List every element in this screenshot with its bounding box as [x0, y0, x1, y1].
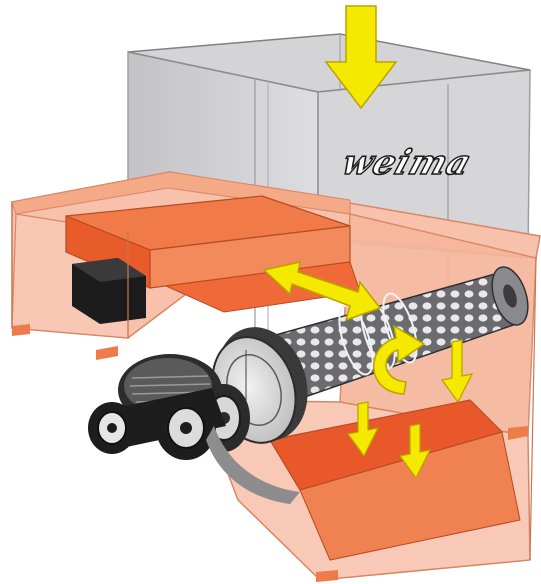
- belt-drive: [88, 388, 226, 460]
- foot-front: [96, 346, 118, 360]
- screen: [206, 426, 300, 504]
- foot-right: [508, 426, 528, 440]
- discharge-arrow-2-icon: [346, 401, 380, 458]
- frame-edges: [11, 202, 537, 561]
- discharge-arrow-1-icon: [440, 339, 474, 404]
- feed-arrow-icon: [324, 5, 398, 110]
- foot-left: [12, 324, 30, 336]
- discharge-arrow-3-icon: [398, 423, 432, 480]
- brand-logo-text: weima: [337, 143, 477, 183]
- brand-logo: weima: [336, 142, 477, 184]
- foot-bottom: [316, 570, 338, 582]
- rotation-arrow-icon: [373, 324, 426, 395]
- pusher-motion-arrow-icon: [262, 261, 382, 322]
- discharge-trough: [269, 399, 521, 561]
